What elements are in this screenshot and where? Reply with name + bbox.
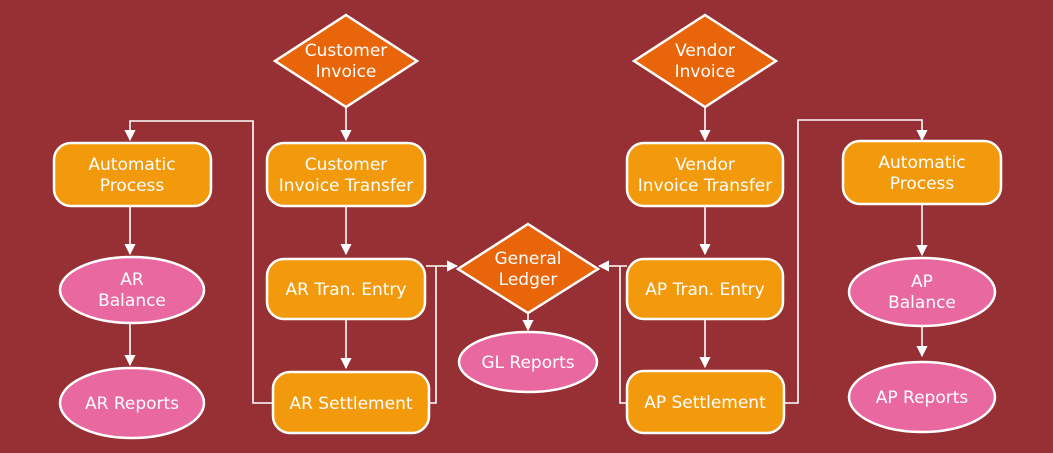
vendor-invoice-node: Vendor Invoice [631,13,779,109]
vendor-invoice-transfer-node: Vendor Invoice Transfer [625,141,785,208]
customer-invoice-line-1: Customer [305,41,388,61]
ap-automatic-process-node: Automatic Process [841,139,1003,206]
ap-tran-entry-node: AP Tran. Entry [625,257,785,321]
edge-ar-settlement-to-ledger-connector [430,266,437,404]
ap-reports-node: AP Reports [847,360,997,434]
ap-settlement-label: AP Settlement [644,393,766,413]
customer-invoice-transfer-line-1: Customer [305,155,388,175]
customer-invoice-node: Customer Invoice [272,13,420,109]
general-ledger-line-2: Ledger [499,270,558,290]
gl-reports-label: GL Reports [481,353,574,373]
edge-ap-settlement-to-auto-process [785,119,928,404]
ar-balance-line-2: Balance [98,291,166,311]
ar-settlement-node: AR Settlement [271,370,431,435]
customer-invoice-line-2: Invoice [316,62,377,82]
general-ledger-node: General Ledger [455,222,601,315]
customer-invoice-transfer-line-2: Invoice Transfer [279,176,414,196]
gl-reports-node: GL Reports [457,330,599,394]
customer-invoice-transfer-node: Customer Invoice Transfer [265,141,427,208]
ap-tran-entry-label: AP Tran. Entry [645,280,764,300]
ap-automatic-process-line-2: Process [890,174,955,194]
ar-automatic-process-line-1: Automatic [88,155,175,175]
ap-balance-line-1: AP [911,272,933,292]
ap-reports-label: AP Reports [876,388,969,408]
edge-ap-settlement-to-ledger-connector [619,266,627,404]
edge-ar-settlement-to-auto-process [124,120,273,404]
ar-automatic-process-line-2: Process [100,176,165,196]
ar-balance-line-1: AR [120,270,144,290]
ap-automatic-process-line-1: Automatic [878,153,965,173]
vendor-invoice-line-1: Vendor [675,41,735,61]
ap-settlement-node: AP Settlement [625,369,786,435]
ap-balance-line-2: Balance [888,293,956,313]
vendor-invoice-transfer-line-1: Vendor [675,155,735,175]
ap-balance-node: AP Balance [847,256,997,328]
vendor-invoice-transfer-line-2: Invoice Transfer [638,176,773,196]
connectors [124,107,928,404]
ar-settlement-label: AR Settlement [289,394,412,414]
ar-reports-node: AR Reports [58,366,206,440]
general-ledger-line-1: General [495,249,562,269]
ar-balance-node: AR Balance [58,255,206,325]
ar-tran-entry-node: AR Tran. Entry [265,257,427,321]
ar-tran-entry-label: AR Tran. Entry [286,280,407,300]
ar-automatic-process-node: Automatic Process [52,141,213,208]
vendor-invoice-line-2: Invoice [675,62,736,82]
ar-reports-label: AR Reports [85,394,179,414]
